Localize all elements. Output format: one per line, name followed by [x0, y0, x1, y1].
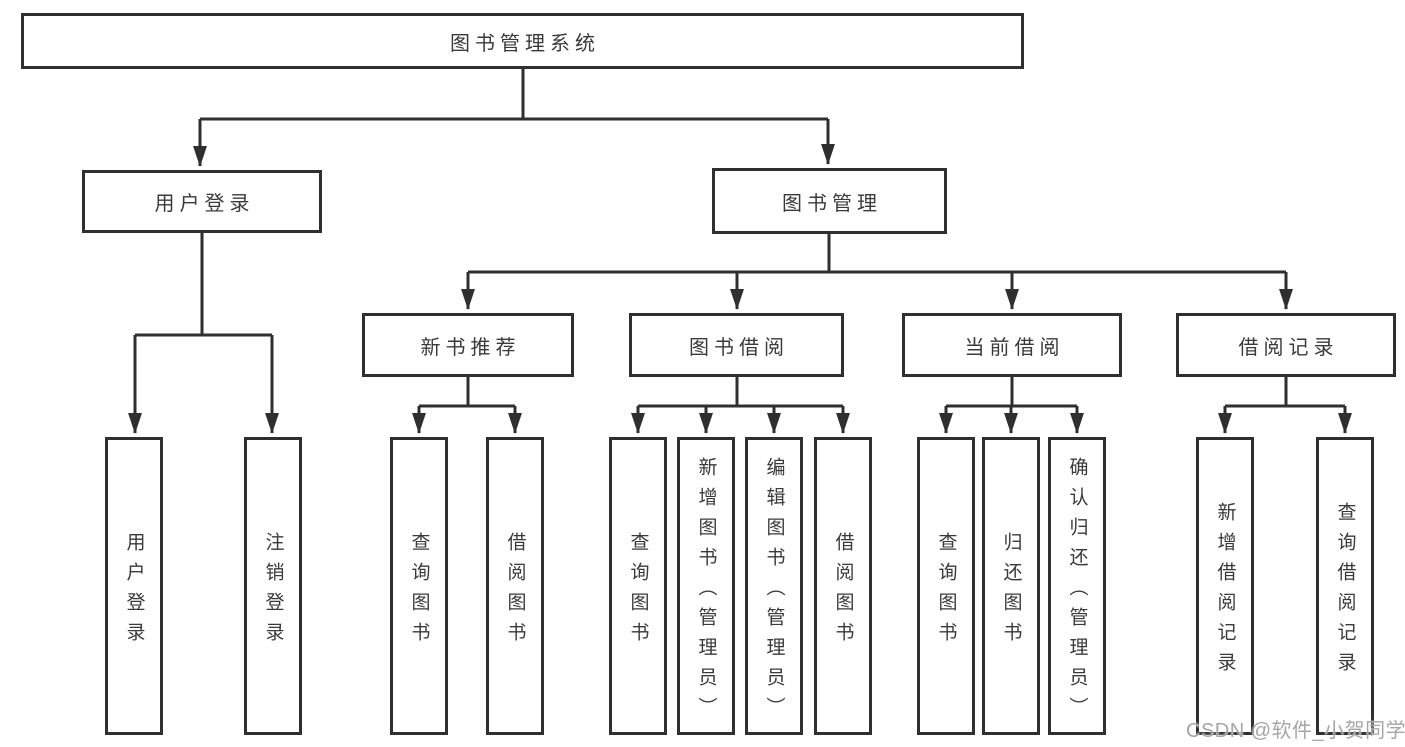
leaf-recommend-query-books: 查询图书 — [390, 437, 448, 735]
leaf-query-borrow-record-label: 查询借阅记录 — [1334, 501, 1356, 682]
csdn-watermark: CSDN @软件_小贺同学 — [1186, 720, 1405, 742]
leaf-edit-books-admin-label: 编辑图书（管理员） — [763, 456, 785, 727]
leaf-current-query-books-label: 查询图书 — [935, 531, 957, 652]
node-root-label: 图书管理系统 — [450, 32, 600, 55]
node-user-login: 用户登录 — [82, 170, 322, 233]
leaf-recommend-query-books-label: 查询图书 — [408, 531, 430, 652]
leaf-recommend-borrow-books: 借阅图书 — [486, 437, 544, 735]
leaf-logout-label: 注销登录 — [262, 531, 284, 652]
leaf-return-books-label: 归还图书 — [1000, 531, 1022, 652]
node-book-management: 图书管理 — [712, 168, 947, 234]
leaf-user-login-label: 用户登录 — [123, 531, 145, 652]
leaf-edit-books-admin: 编辑图书（管理员） — [745, 437, 803, 735]
node-root: 图书管理系统 — [21, 13, 1024, 69]
leaf-confirm-return-admin-label: 确认归还（管理员） — [1066, 456, 1088, 727]
node-user-login-label: 用户登录 — [154, 193, 255, 215]
leaf-add-borrow-record: 新增借阅记录 — [1196, 437, 1254, 735]
leaf-add-books-admin: 新增图书（管理员） — [677, 437, 735, 735]
leaf-logout: 注销登录 — [244, 437, 302, 735]
leaf-return-books: 归还图书 — [982, 437, 1040, 735]
leaf-confirm-return-admin: 确认归还（管理员） — [1048, 437, 1106, 735]
leaf-current-query-books: 查询图书 — [917, 437, 975, 735]
leaf-borrow-query-books-label: 查询图书 — [627, 531, 649, 652]
leaf-borrow-books-label: 借阅图书 — [832, 531, 854, 652]
node-current-borrow: 当前借阅 — [902, 313, 1122, 377]
node-current-borrow-label: 当前借阅 — [964, 336, 1065, 359]
node-borrow-records-label: 借阅记录 — [1238, 336, 1339, 359]
leaf-add-borrow-record-label: 新增借阅记录 — [1214, 501, 1236, 682]
node-new-book-recommend: 新书推荐 — [362, 313, 574, 377]
leaf-recommend-borrow-books-label: 借阅图书 — [504, 531, 526, 652]
node-borrow-records: 借阅记录 — [1176, 313, 1396, 377]
node-new-book-recommend-label: 新书推荐 — [420, 336, 521, 359]
leaf-add-books-admin-label: 新增图书（管理员） — [695, 456, 717, 727]
leaf-borrow-query-books: 查询图书 — [609, 437, 667, 735]
node-book-borrow: 图书借阅 — [629, 313, 844, 377]
leaf-query-borrow-record: 查询借阅记录 — [1316, 437, 1374, 735]
leaf-borrow-books: 借阅图书 — [814, 437, 872, 735]
leaf-user-login: 用户登录 — [105, 437, 163, 735]
node-book-management-label: 图书管理 — [782, 192, 882, 215]
node-book-borrow-label: 图书借阅 — [689, 336, 789, 359]
